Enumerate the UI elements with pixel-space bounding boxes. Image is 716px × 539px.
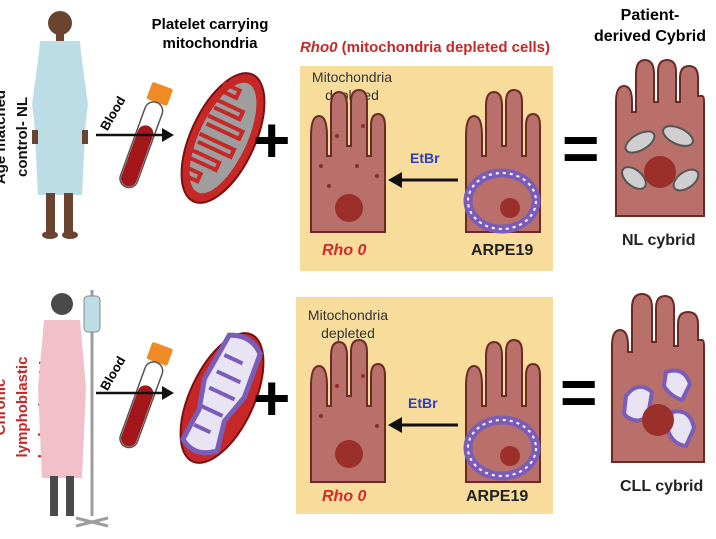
- row2-side-label: Chronic lymphoblastic leukemia- CLL: [0, 356, 53, 459]
- rho0-cell-label: Rho 0: [322, 488, 367, 505]
- box-label-2: Mitochondria depleted: [307, 307, 389, 341]
- rho0-cell-icon: [310, 338, 386, 483]
- arpe19-cell-icon: [463, 88, 541, 234]
- arrow-icon: [96, 386, 174, 400]
- plus-operator-1: +: [253, 104, 291, 176]
- treatment-arrow-icon: [388, 417, 458, 433]
- etbr-label: EtBr: [408, 395, 438, 411]
- patient-cybrid-header: Patient- derived Cybrid: [593, 7, 707, 45]
- rho0-header-desc: (mitochondria depleted cells): [337, 39, 551, 56]
- rho0-header-term: Rho0: [299, 39, 338, 56]
- rho0-header: Rho0 (mitochondria depleted cells): [285, 22, 565, 56]
- equals-operator-1: =: [562, 112, 600, 184]
- rho0-cell-icon: [310, 88, 386, 233]
- arrow-icon: [96, 128, 174, 142]
- damaged-mitochondrion-icon: [179, 332, 265, 464]
- patient-figure-nl: [32, 11, 88, 239]
- equals-operator-2: =: [560, 356, 598, 428]
- plus-operator-2: +: [253, 362, 291, 434]
- iv-pole-icon: [75, 290, 109, 528]
- row1-side-label: Age matched control- NL: [0, 89, 31, 185]
- nl-cybrid-label: NL cybrid: [622, 232, 696, 249]
- arpe19-label: ARPE19: [466, 488, 529, 505]
- treatment-arrow-icon: [388, 172, 458, 188]
- mitochondrion-icon: [180, 72, 266, 204]
- cll-cybrid-cell-icon: [611, 292, 705, 463]
- nl-cybrid-cell-icon: [615, 58, 705, 217]
- rho0-cell-label: Rho 0: [322, 242, 367, 259]
- arpe19-cell-icon: [463, 338, 541, 483]
- platelet-header: Platelet carrying mitochondria: [151, 16, 269, 52]
- patient-figure-cll: [38, 293, 86, 516]
- arpe19-label: ARPE19: [471, 242, 534, 259]
- cll-cybrid-label: CLL cybrid: [620, 478, 704, 495]
- blood-tube-icon: [119, 342, 173, 449]
- etbr-label: EtBr: [410, 150, 440, 166]
- blood-tube-icon: [119, 82, 173, 189]
